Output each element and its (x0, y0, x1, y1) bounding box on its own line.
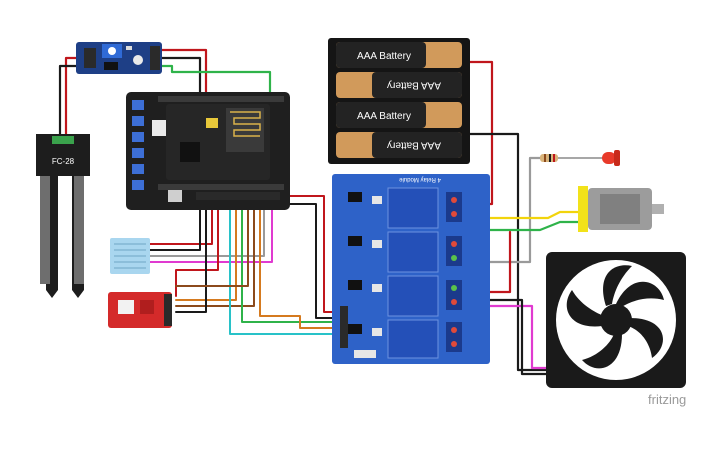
wire-relay-in-cyan (229, 189, 345, 335)
sensor-module-pins-left (84, 48, 96, 68)
relay-input-header (340, 306, 348, 348)
relay-module-label: 4 Relay Module (398, 176, 440, 182)
wire-relay-in-orange (259, 189, 345, 329)
wire-fan-black (460, 298, 550, 376)
potentiometer-knob (108, 47, 116, 55)
wire-relay-in-black (279, 203, 345, 319)
motor-endcap (578, 186, 588, 232)
wire-dht-magenta (149, 189, 273, 263)
relay-3 (348, 275, 462, 317)
wire-battery-black (466, 132, 550, 372)
fan-hub (600, 304, 632, 336)
wire-probe-red (64, 56, 82, 142)
probe-leg-right (74, 176, 84, 284)
soil-probe: FC-28 (36, 134, 90, 298)
usb-chip (180, 142, 200, 162)
wire-dht-gray (149, 189, 265, 257)
wire-red-mod-3 (175, 189, 255, 307)
reset-button (168, 190, 182, 202)
mounting-hole (133, 55, 143, 65)
header-bottom (158, 184, 284, 190)
red-module-chip (118, 300, 134, 314)
base-switch (152, 120, 166, 136)
wire-sensor-green (156, 64, 272, 100)
wire-sensor-black (156, 56, 202, 100)
fan (546, 252, 686, 388)
wire-motor-green (460, 220, 584, 232)
wire-fan-magenta (460, 304, 550, 370)
battery-cell-4-label: AAA Battery (387, 139, 441, 150)
relay-module: 4 Relay Module (332, 174, 490, 364)
controller-board (126, 92, 290, 210)
fritzing-watermark: fritzing (648, 392, 686, 407)
battery-cell-2-label: AAA Battery (387, 79, 441, 90)
antenna-trace (230, 111, 261, 137)
header-top (158, 96, 284, 102)
relay-1 (348, 187, 462, 229)
dc-motor (578, 186, 664, 232)
probe-leg-left (40, 176, 50, 284)
relay-4 (348, 319, 462, 359)
wire-sensor-red (156, 48, 208, 100)
red-module-ic (140, 300, 154, 314)
probe-connector (52, 136, 74, 144)
relay-jumper (354, 350, 376, 358)
wire-red-mod-1 (175, 189, 219, 297)
battery-cell-3-label: AAA Battery (357, 111, 411, 122)
wire-led-gray (460, 156, 542, 264)
fan-blades (566, 265, 664, 369)
dht-grille (114, 243, 146, 269)
wire-red-mod-4 (175, 189, 207, 313)
bottom-pins (196, 192, 280, 200)
motor-shaft (652, 204, 664, 214)
resistor (540, 154, 558, 162)
comparator-chip (104, 62, 118, 70)
probe-label: FC-28 (52, 157, 75, 166)
relay-2 (348, 231, 462, 273)
capacitor (206, 118, 218, 128)
red-sensor-module (108, 292, 172, 328)
red-module-pins (164, 294, 172, 326)
sensor-module (76, 42, 162, 74)
smd-led (126, 46, 132, 50)
side-connectors (132, 100, 144, 190)
wire-relay-in-brown (175, 189, 249, 287)
wire-motor-yellow (460, 210, 584, 220)
led (602, 150, 620, 166)
sensor-module-pins-right (150, 46, 160, 70)
wire-relay-in-green (241, 189, 345, 323)
dht-sensor (110, 238, 150, 274)
wire-red-mod-2 (175, 189, 237, 301)
battery-cell-1-label: AAA Battery (357, 51, 411, 62)
wire-probe-black (58, 64, 82, 142)
battery-pack: AAA Battery AAA Battery AAA Battery AAA … (328, 38, 470, 164)
